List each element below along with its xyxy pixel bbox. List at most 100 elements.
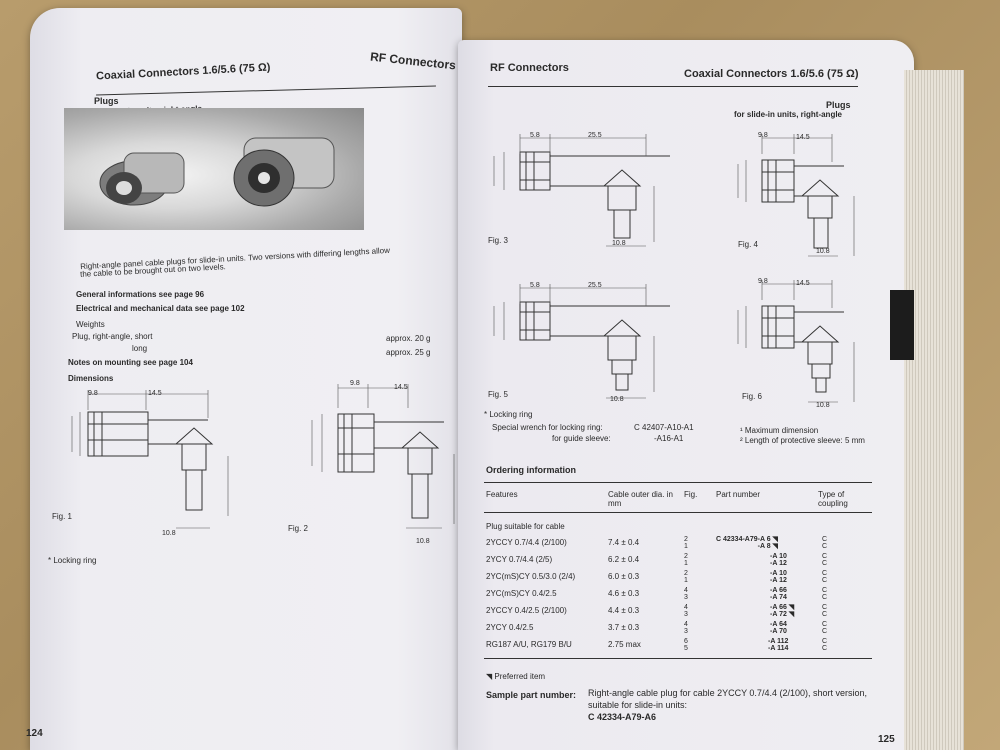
ordering-header-rule: [484, 512, 872, 513]
fig1-dim-b: 14.5: [148, 390, 162, 397]
row-part: C 42334-A79-A 6 ◥ -A 8 ◥: [716, 536, 778, 550]
right-page: RF Connectors Coaxial Connectors 1.6/5.6…: [458, 40, 914, 750]
fig1-dim-c: 10.8: [162, 530, 176, 537]
left-header-rule: [96, 85, 436, 96]
weights-label: Weights: [76, 320, 105, 329]
left-plugs-title: Plugs: [94, 96, 119, 106]
approx-long: approx. 25 g: [386, 348, 431, 357]
fig3-label: Fig. 3: [488, 236, 509, 245]
special-wrench-1-pn: C 42407-A10-A1: [634, 423, 694, 432]
row-fig: 2 1: [684, 570, 688, 584]
row-part: -A 66 -A 74: [770, 587, 787, 601]
elec-mech-link[interactable]: Electrical and mechanical data see page …: [76, 304, 245, 313]
row-feature: 2YCY 0.7/4.4 (2/5): [486, 555, 553, 564]
plug-long-label: long: [132, 344, 148, 353]
dimensions-label: Dimensions: [68, 374, 114, 383]
row-part: -A 64 -A 70: [770, 621, 787, 635]
right-plugs-subtitle: for slide-in units, right-angle: [734, 110, 842, 119]
fig4-label: Fig. 4: [738, 240, 759, 249]
fig2-label: Fig. 2: [288, 524, 309, 533]
protective-sleeve-note: ² Length of protective sleeve: 5 mm: [740, 436, 865, 445]
row-dia: 6.0 ± 0.3: [608, 572, 640, 581]
fig5-dim-58: 5.8: [530, 282, 540, 289]
left-header-section: RF Connectors: [369, 49, 457, 73]
preferred-item-note: ◥ Preferred item: [486, 672, 546, 681]
row-part: -A 66 ◥ -A 72 ◥: [770, 604, 795, 618]
table-row: 2YCY 0.7/4.4 (2/5) 6.2 ± 0.4 2 1 -A 10 -…: [484, 553, 874, 570]
fig4-dim-108: 10.8: [816, 248, 830, 255]
approx-short: approx. 20 g: [386, 334, 431, 343]
fig5-dim-108: 10.8: [610, 396, 624, 403]
fig3-dim-255: 25.5: [588, 132, 602, 139]
product-photo: [64, 108, 364, 230]
right-page-number: 125: [878, 734, 895, 745]
special-wrench-2-pn: -A16-A1: [654, 434, 684, 443]
ordering-top-rule: [484, 482, 872, 483]
row-coupling: C C: [822, 587, 828, 601]
row-feature: RG187 A/U, RG179 B/U: [486, 640, 572, 649]
table-row: 2YCY 0.4/2.5 3.7 ± 0.3 4 3 -A 64 -A 70 C…: [484, 621, 874, 638]
table-row: RG187 A/U, RG179 B/U 2.75 max 6 5 -A 112…: [484, 638, 874, 655]
plug-short-label: Plug, right-angle, short: [72, 332, 153, 341]
fig3-drawing: [493, 134, 670, 247]
row-part: -A 112 -A 114: [768, 638, 789, 652]
right-plugs-title: Plugs: [826, 100, 851, 110]
section-tab-marker: [890, 290, 914, 360]
row-feature: 2YC(mS)CY 0.4/2.5: [486, 589, 557, 598]
left-header-title: Coaxial Connectors 1.6/5.6 (75 Ω): [95, 61, 271, 83]
fig4-drawing: [737, 134, 855, 257]
row-coupling: C C: [822, 638, 828, 652]
row-part: -A 10 -A 12: [770, 553, 787, 567]
sample-part-number: C 42334-A79-A6: [588, 712, 657, 722]
fig4-dim-145: 14.5: [796, 134, 810, 141]
book-page-edges: [904, 70, 964, 750]
fig4-dim-98: 9.8: [758, 132, 768, 139]
row-fig: 2 1: [684, 553, 688, 567]
fig2-dim-b: 14.5: [394, 384, 408, 391]
right-header-rule: [488, 86, 858, 87]
row-dia: 6.2 ± 0.4: [608, 555, 640, 564]
plug-suitable-label: Plug suitable for cable: [486, 522, 565, 531]
left-page: Coaxial Connectors 1.6/5.6 (75 Ω) RF Con…: [26, 8, 462, 750]
col-coupling: Type of coupling: [818, 490, 848, 508]
row-part: -A 10 -A 12: [770, 570, 787, 584]
ordering-title: Ordering information: [486, 465, 576, 475]
col-part: Part number: [716, 490, 761, 499]
table-row: 2YC(mS)CY 0.4/2.5 4.6 ± 0.3 4 3 -A 66 -A…: [484, 587, 874, 604]
row-fig: 4 3: [684, 621, 688, 635]
row-feature: 2YC(mS)CY 0.5/3.0 (2/4): [486, 572, 576, 581]
fig3-dim-108: 10.8: [612, 240, 626, 247]
ordering-table-body: 2YCCY 0.7/4.4 (2/100) 7.4 ± 0.4 2 1 C 42…: [484, 536, 874, 655]
notes-mounting-link[interactable]: Notes on mounting see page 104: [68, 358, 193, 367]
right-header-section: RF Connectors: [490, 62, 569, 74]
fig2-dim-a: 9.8: [350, 380, 360, 387]
max-dimension-note: ¹ Maximum dimension: [740, 426, 819, 435]
row-fig: 6 5: [684, 638, 688, 652]
col-dia: Cable outer dia. in mm: [608, 490, 673, 508]
table-row: 2YCCY 0.4/2.5 (2/100) 4.4 ± 0.3 4 3 -A 6…: [484, 604, 874, 621]
right-locking-ring-note: * Locking ring: [484, 410, 533, 419]
row-coupling: C C: [822, 570, 828, 584]
special-wrench-2: for guide sleeve:: [552, 434, 611, 443]
row-feature: 2YCCY 0.4/2.5 (2/100): [486, 606, 567, 615]
row-feature: 2YCY 0.4/2.5: [486, 623, 534, 632]
sample-text-2: suitable for slide-in units:: [588, 700, 688, 710]
col-fig: Fig.: [684, 490, 698, 499]
row-fig: 2 1: [684, 536, 688, 550]
fig6-dim-98: 9.8: [758, 278, 768, 285]
fig1-drawing: [71, 390, 229, 529]
row-dia: 3.7 ± 0.3: [608, 623, 640, 632]
row-dia: 7.4 ± 0.4: [608, 538, 640, 547]
fig6-dim-108: 10.8: [816, 402, 830, 409]
special-wrench-1: Special wrench for locking ring:: [492, 423, 603, 432]
fig5-dim-255: 25.5: [588, 282, 602, 289]
sample-label: Sample part number:: [486, 690, 577, 700]
fig5-drawing: [493, 284, 670, 399]
general-info-link[interactable]: General informations see page 96: [76, 290, 205, 299]
fig1-dim-a: 9.8: [88, 390, 98, 397]
fig5-label: Fig. 5: [488, 390, 509, 399]
fig3-dim-58: 5.8: [530, 132, 540, 139]
row-coupling: C C: [822, 604, 828, 618]
row-coupling: C C: [822, 536, 828, 550]
table-row: 2YCCY 0.7/4.4 (2/100) 7.4 ± 0.4 2 1 C 42…: [484, 536, 874, 553]
